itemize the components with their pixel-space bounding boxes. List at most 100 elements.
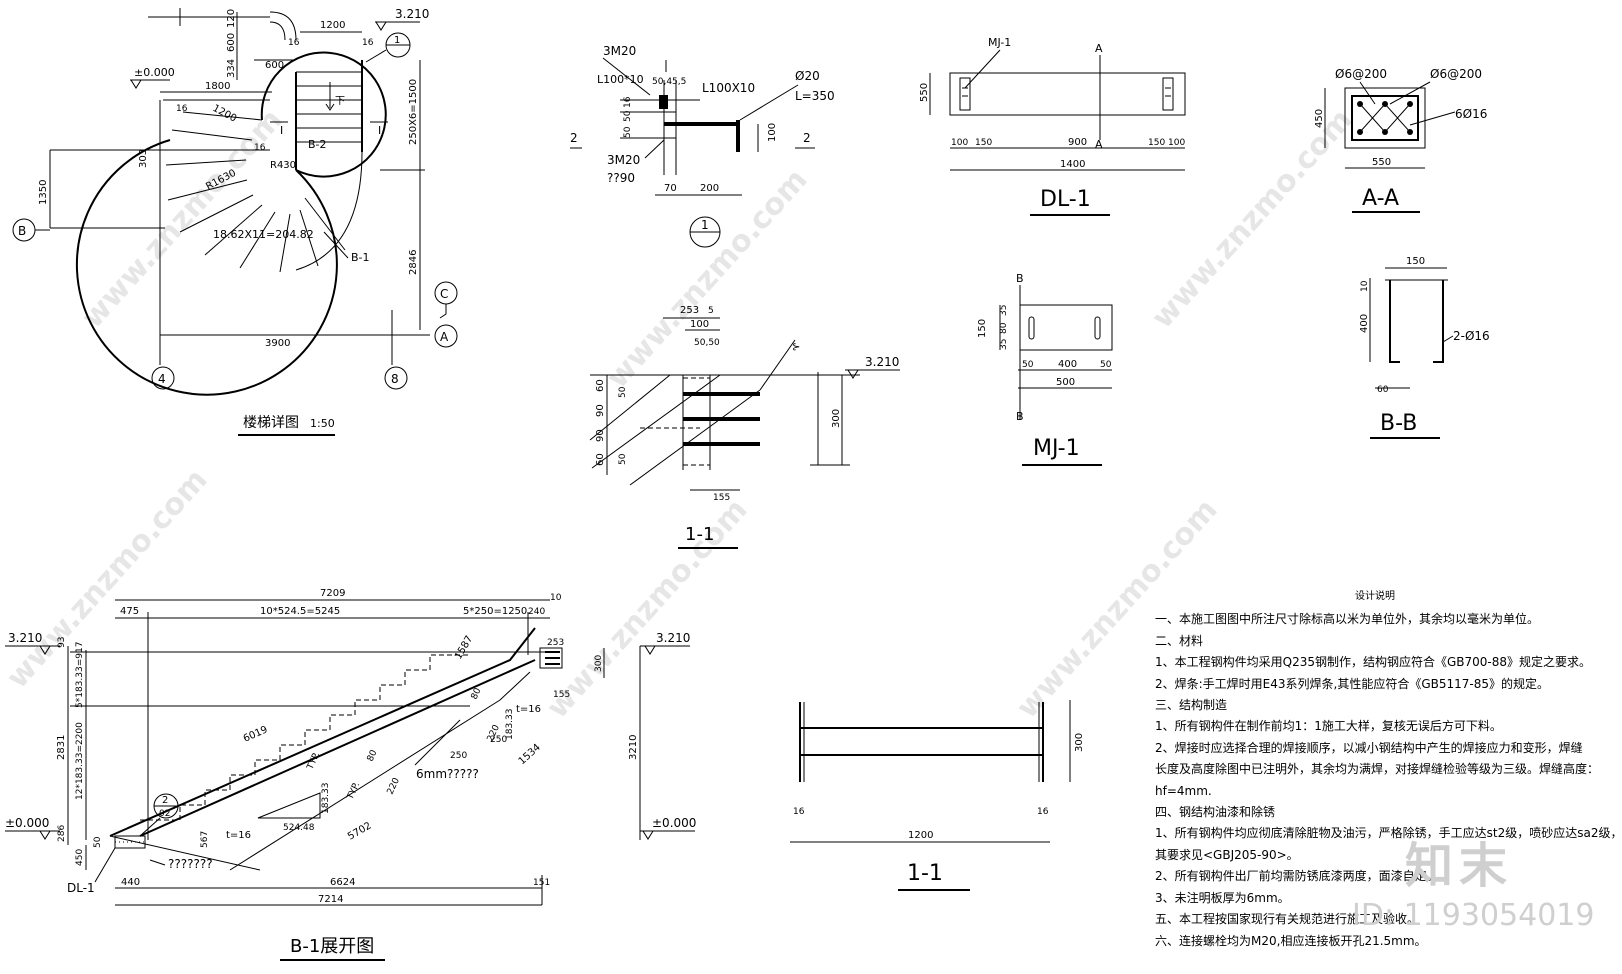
d1-phi20: Ø20 [795, 69, 820, 83]
u-52448: 524.48 [283, 823, 315, 833]
elev-zero: ±0.000 [134, 66, 175, 79]
s11-60b: 60 [595, 453, 606, 466]
s11-300: 300 [831, 409, 842, 428]
watermark-text: www.znzmo.com [540, 492, 755, 725]
u-6mm: 6mm????? [416, 767, 479, 781]
mj1-b-bot: B [1016, 410, 1024, 423]
callout-1: 1 [394, 35, 400, 46]
u-elev-right: 3.210 [656, 631, 690, 645]
d1-3m20-bot: 3M20 [607, 153, 640, 167]
u-93: 93 [57, 637, 67, 648]
dim-250x6: 250X6=1500 [408, 79, 419, 145]
elev-top: 3.210 [395, 7, 429, 21]
u-183a: 183.33 [505, 709, 515, 741]
dl1-mj1: MJ-1 [988, 36, 1011, 49]
d1-70: 70 [664, 183, 677, 194]
title-b1-unfold: B-1展开图 [290, 936, 374, 957]
u-1534: 1534 [517, 742, 543, 767]
s11-90a: 90 [595, 404, 606, 417]
dl1-detail: MJ-1 A A 550 100 150 900 150 100 1400 DL… [919, 36, 1186, 216]
s11-155: 155 [713, 493, 730, 503]
dl1-100a: 100 [951, 138, 968, 148]
design-notes: 设计说明 一、本施工图图中所注尺寸除标高以米为单位外，其余均以毫米为单位。 二、… [1155, 586, 1622, 952]
detail-1: 3M20 L100*10 50,45,5 L100X10 Ø20 L=350 1… [570, 44, 835, 248]
label-b1: B-1 [351, 251, 370, 264]
d1-504505: 50,45,5 [652, 77, 686, 87]
d1-50a: 50 [623, 110, 633, 122]
dim-334: 334 [226, 59, 237, 78]
note-line: 2、焊条:手工焊时用E43系列焊条,其性能应符合《GB5117-85》的规定。 [1155, 676, 1550, 691]
d1-l100x10: L100X10 [702, 81, 755, 95]
dim-1350: 1350 [38, 180, 49, 205]
dl1-1400: 1400 [1060, 159, 1085, 170]
d1-200: 200 [700, 183, 719, 194]
d1-50b: 50 [623, 126, 633, 138]
grid-8: 8 [391, 372, 399, 386]
u-240: 240 [528, 607, 545, 617]
mj1-500: 500 [1056, 377, 1075, 388]
dim-600b: 600 [265, 60, 284, 71]
d1-16: 16 [623, 96, 633, 108]
aa-450: 450 [1314, 109, 1325, 128]
note-line: 长度及高度除图中已注明外，其余均为满焊，对接焊缝检验等级为三级。焊缝高度： [1155, 762, 1600, 777]
grid-c: C [440, 287, 448, 301]
u-elev-left: 3.210 [8, 631, 42, 645]
u-zero-right: ±0.000 [652, 816, 696, 830]
u-t16b: t=16 [226, 830, 251, 841]
u-6624: 6624 [330, 877, 355, 888]
s11-60a: 60 [595, 379, 606, 392]
dim-16d: 16 [362, 38, 374, 48]
note-line: 2、焊接时应选择合理的焊接顺序，以减小钢结构中产生的焊接应力和变形，焊缝 [1155, 740, 1583, 755]
section-mark-left: I [280, 124, 283, 137]
dl1-550: 550 [919, 83, 930, 102]
dl1-a-bot: A [1095, 138, 1103, 151]
id-watermark: ID: 1193054019 [1352, 898, 1595, 933]
s11-50a: 50 [618, 386, 628, 398]
s11b-1200: 1200 [908, 830, 933, 841]
title-stair-scale: 1:50 [310, 417, 335, 430]
grid-4: 4 [158, 372, 166, 386]
u-7214: 7214 [318, 894, 343, 905]
aa-rebar: 6Ø16 [1455, 107, 1487, 121]
s11-50b: 50 [618, 453, 628, 465]
u-250b: 250 [490, 735, 507, 745]
brand-watermark: 知末 [1405, 838, 1514, 894]
b1-unfolded: 7209 475 10*524.5=5245 5*250=1250 240 10… [5, 588, 696, 961]
section-1-1-top: 253 5 100 50,50 60 90 90 60 50 50 ⊱ 300 … [589, 305, 900, 549]
bb-150: 150 [1406, 256, 1425, 267]
section-1-1-bottom: 300 16 16 1200 1-1 [790, 700, 1085, 891]
dl1-900: 900 [1068, 137, 1087, 148]
s11-100: 100 [690, 319, 709, 330]
note-line: 2、所有钢构件出厂前均需防锈底漆两度，面漆自定。 [1155, 869, 1439, 884]
title-stair-detail: 楼梯详图 [243, 415, 299, 431]
s11-elev: 3.210 [865, 355, 899, 369]
u-300: 300 [594, 655, 604, 672]
dim-600: 600 [226, 33, 237, 52]
note-line: 一、本施工图图中所注尺寸除标高以米为单位外，其余均以毫米为单位。 [1155, 612, 1540, 627]
d1-3m20-top: 3M20 [603, 44, 636, 58]
title-bb: B-B [1380, 411, 1417, 436]
note-line: 1、所有钢构件均应彻底清除脏物及油污，严格除锈，手工应达st2级，喷砂应达sa2… [1155, 826, 1622, 841]
dim-1200b: 1200 [211, 103, 239, 125]
aa-stirrup-b: Ø6@200 [1430, 67, 1482, 81]
u-5702: 5702 [346, 820, 374, 842]
u-80a: 80 [470, 686, 484, 701]
dim-120: 120 [226, 9, 237, 28]
u-155: 155 [553, 690, 570, 700]
u-6019: 6019 [242, 724, 270, 744]
aa-stirrup-a: Ø6@200 [1335, 67, 1387, 81]
u-zero-left: ±0.000 [5, 816, 49, 830]
note-line: 1、所有钢构件在制作前均1：1施工大样，复核无误后方可下料。 [1155, 719, 1502, 734]
bb-rebar: 2-Ø16 [1453, 329, 1490, 343]
u-50: 50 [93, 836, 103, 848]
dim-1200: 1200 [320, 20, 345, 31]
note-line: 3、未注明板厚为6mm。 [1155, 890, 1290, 905]
s11-weld-sym: ⊱ [792, 342, 800, 353]
title-aa: A-A [1362, 186, 1399, 211]
u-10: 10 [550, 593, 562, 603]
u-250a: 250 [450, 751, 467, 761]
grid-a: A [440, 330, 449, 344]
u-220b: 220 [386, 776, 402, 796]
u-1587: 1587 [453, 634, 475, 662]
bb-10: 10 [1360, 280, 1370, 292]
